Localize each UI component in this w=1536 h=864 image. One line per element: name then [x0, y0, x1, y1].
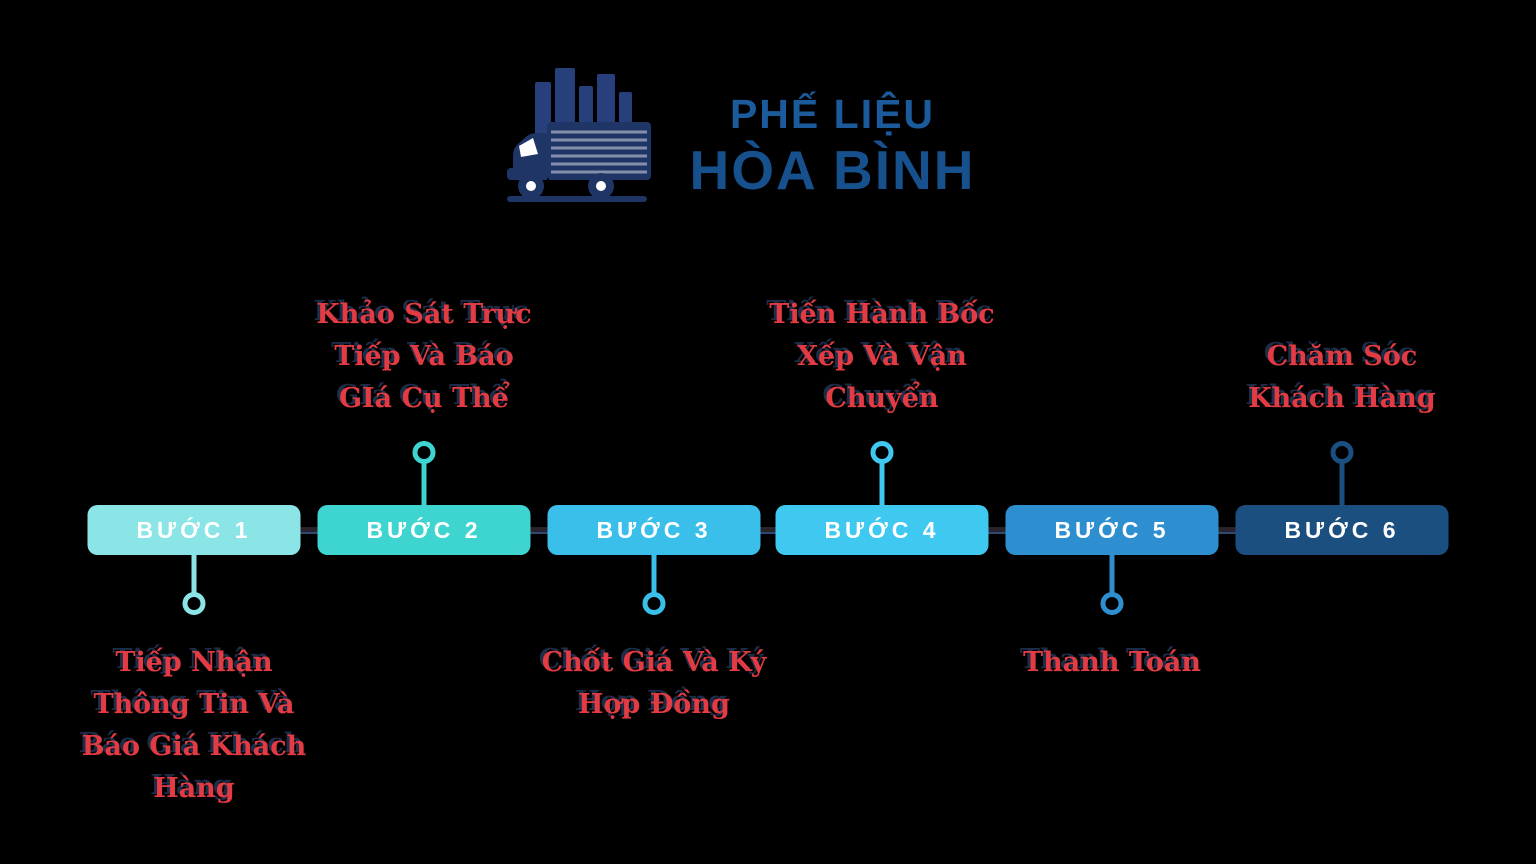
step-1-button[interactable]: BƯỚC 1 [87, 505, 301, 555]
brand-name: PHẾ LIỆU HÒA BÌNH [685, 90, 980, 202]
step-5-node [1100, 592, 1124, 615]
step-3-button[interactable]: BƯỚC 3 [547, 505, 761, 555]
step-1-node [182, 592, 206, 615]
step-2-label: Khảo Sát Trực Tiếp Và Báo GIá Cụ Thể [316, 299, 532, 414]
step-4-label: Tiến Hành Bốc Xếp Và Vận Chuyển [769, 299, 995, 414]
timeline-track-segment [299, 527, 321, 534]
step-column-3: BƯỚC 3 Chốt Giá Và Ký Hợp Đồng [524, 0, 784, 864]
step-1-connector [191, 555, 197, 594]
step-6-node [1330, 441, 1354, 464]
step-4-node [870, 441, 894, 464]
step-5-button[interactable]: BƯỚC 5 [1005, 505, 1219, 555]
step-2-node [412, 441, 436, 464]
logo: PHẾ LIỆU HÒA BÌNH [505, 64, 980, 224]
step-6-connector [1339, 462, 1345, 506]
step-6-button[interactable]: BƯỚC 6 [1235, 505, 1449, 555]
brand-name-line2: HÒA BÌNH [689, 139, 976, 201]
timeline-track-segment [758, 527, 778, 534]
brand-name-line1: PHẾ LIỆU [729, 91, 936, 137]
step-column-4: Tiến Hành Bốc Xếp Và Vận Chuyển BƯỚC 4 [752, 0, 1012, 864]
step-column-2: Khảo Sát Trực Tiếp Và Báo GIá Cụ Thể BƯỚ… [294, 0, 554, 864]
step-3-node [642, 592, 666, 615]
step-5-label: Thanh Toán [1022, 647, 1201, 678]
step-3-connector [651, 555, 657, 594]
step-column-6: Chăm Sóc Khách Hàng BƯỚC 6 [1212, 0, 1472, 864]
step-2-button[interactable]: BƯỚC 2 [317, 505, 531, 555]
truck-city-icon [505, 64, 655, 224]
step-3-label: Chốt Giá Và Ký Hợp Đồng [541, 647, 767, 720]
step-1-label: Tiếp Nhận Thông Tin Và Báo Giá Khách Hàn… [81, 647, 307, 804]
step-4-button[interactable]: BƯỚC 4 [775, 505, 989, 555]
step-column-1: BƯỚC 1 Tiếp Nhận Thông Tin Và Báo Giá Kh… [64, 0, 324, 864]
timeline-track-segment [1217, 527, 1237, 534]
timeline-track-segment [529, 527, 549, 534]
step-2-connector [421, 462, 427, 506]
step-5-connector [1109, 555, 1115, 594]
step-column-5: BƯỚC 5 Thanh Toán [982, 0, 1242, 864]
step-6-label: Chăm Sóc Khách Hàng [1248, 341, 1436, 414]
step-4-connector [879, 462, 885, 506]
timeline-track-segment [987, 527, 1008, 534]
